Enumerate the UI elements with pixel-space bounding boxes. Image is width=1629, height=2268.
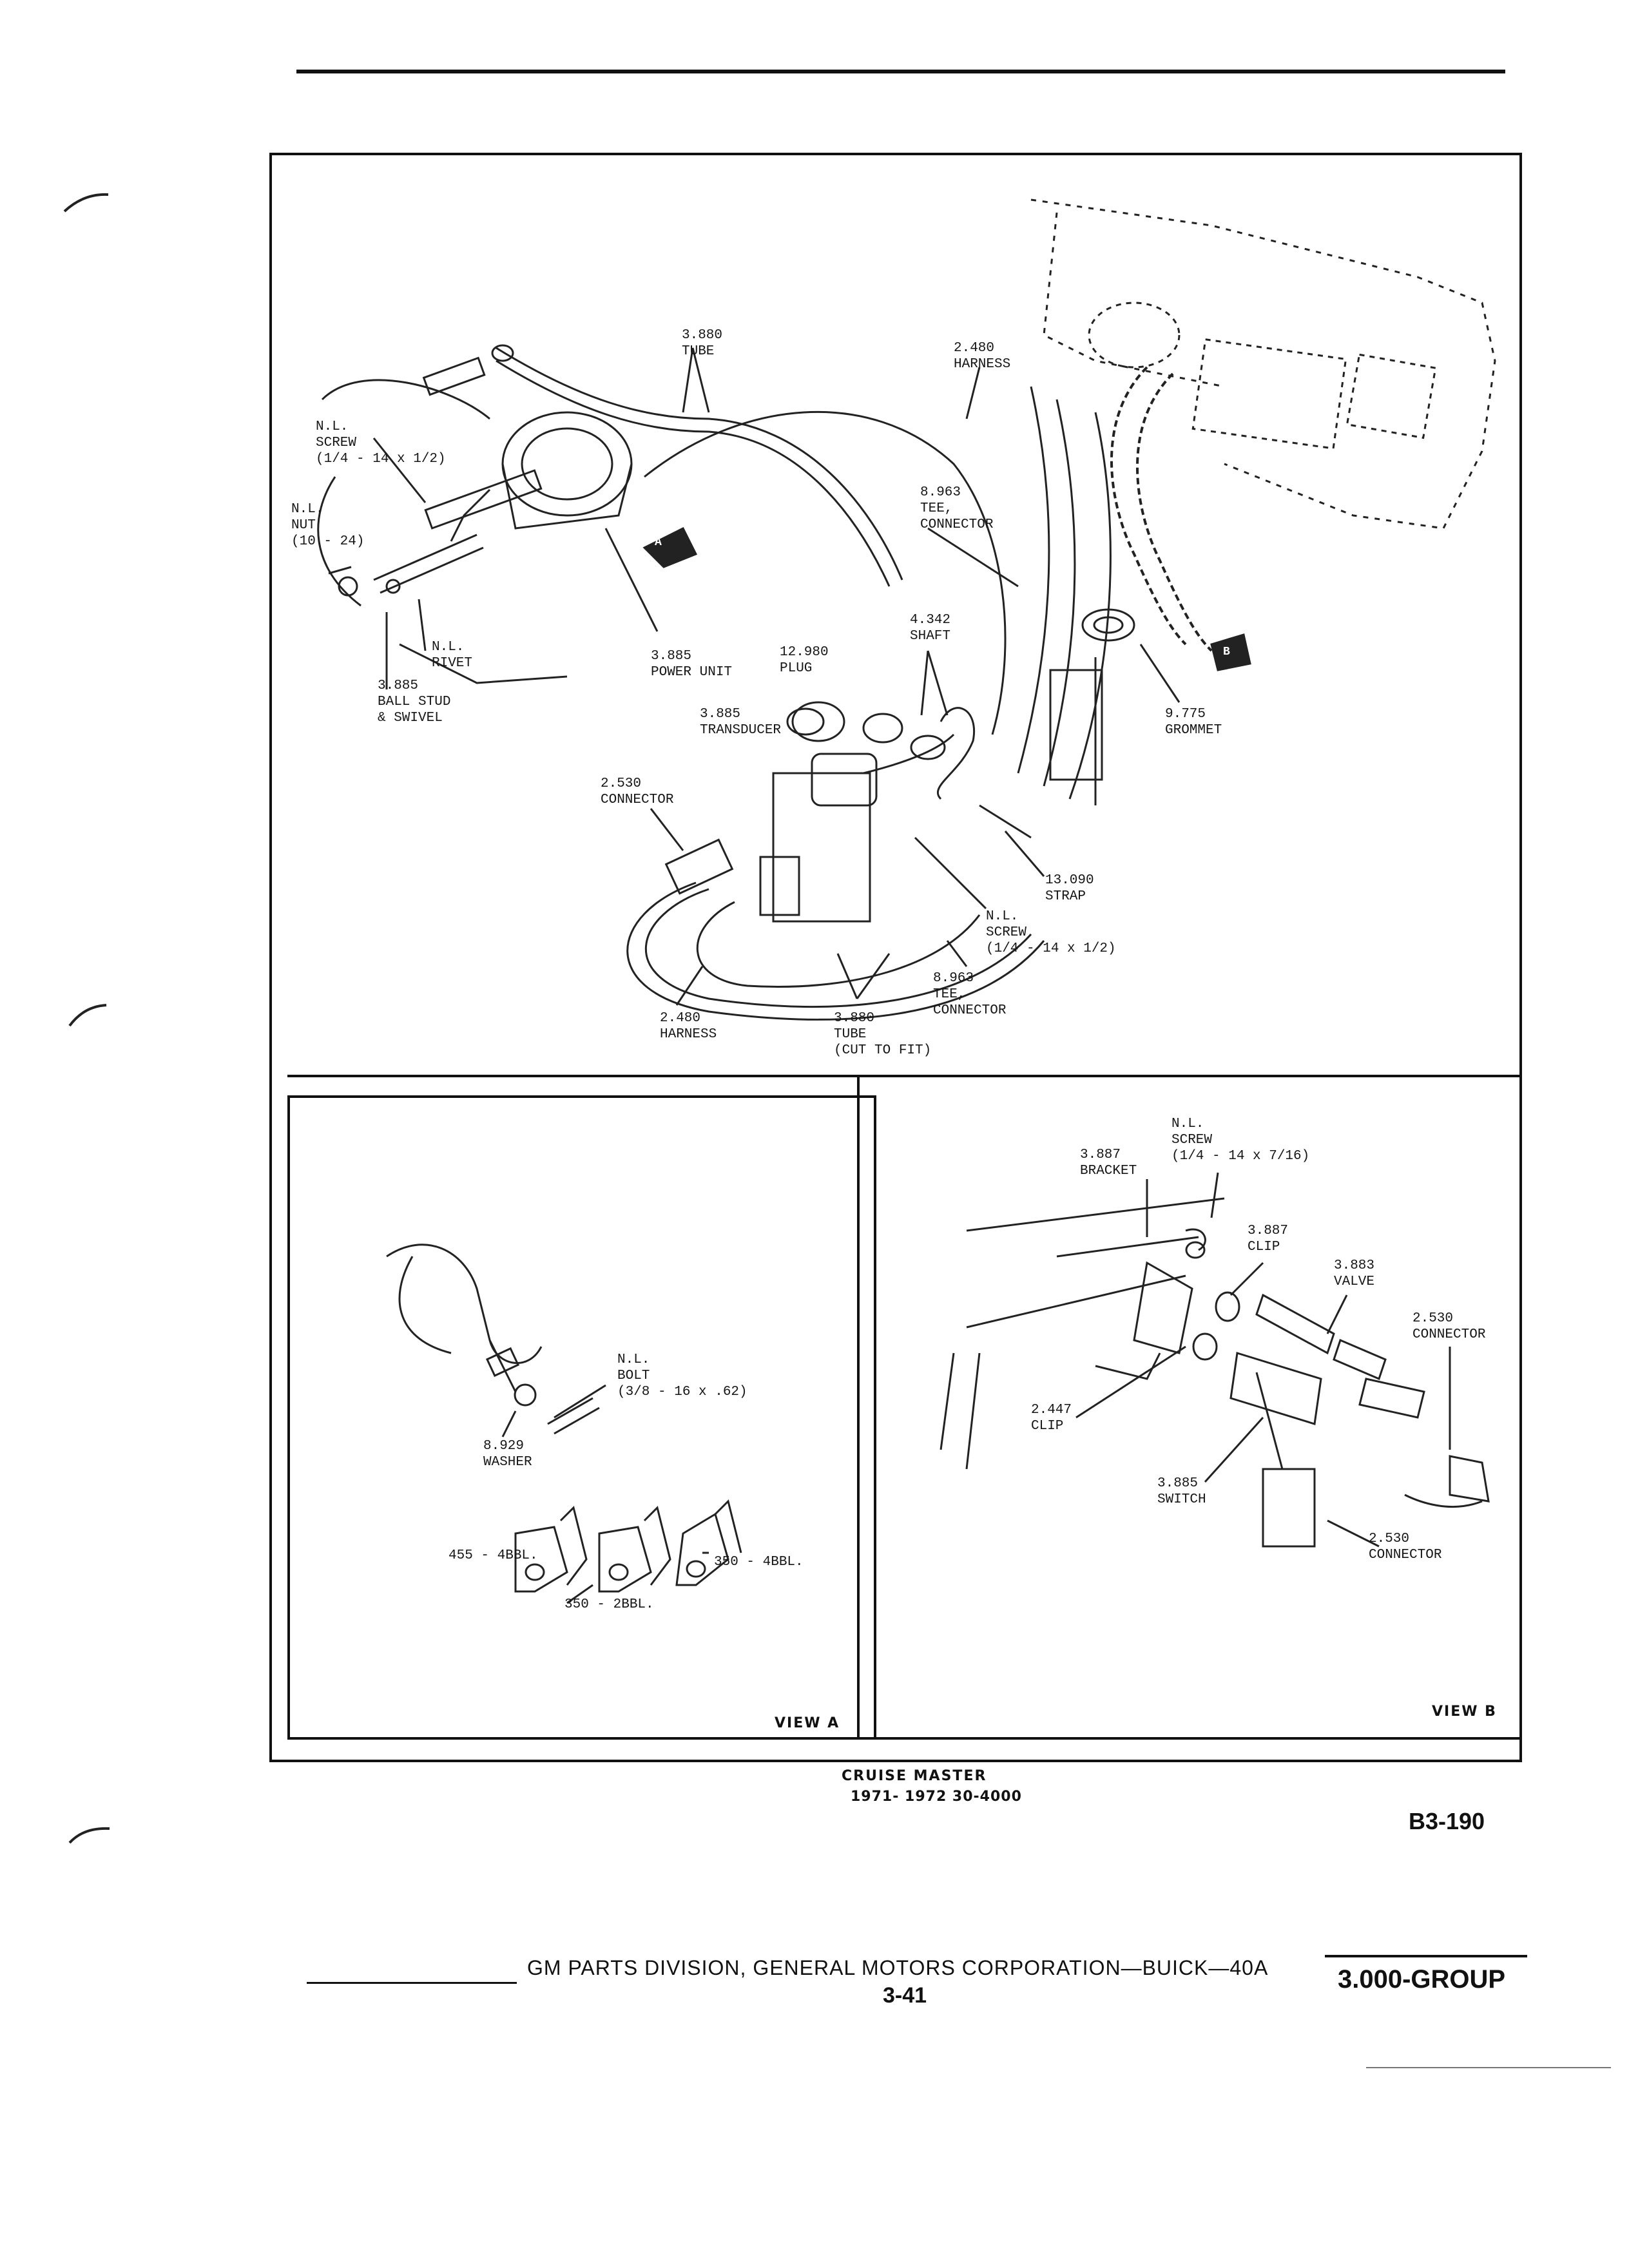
view-a-label: VIEW A (775, 1715, 840, 1731)
marker-b: B (1223, 646, 1230, 658)
footer-rule-right (1325, 1955, 1527, 1957)
page-code: B3-190 (1409, 1808, 1485, 1834)
footer-rule-left (307, 1982, 517, 1984)
main-figure-frame (269, 153, 1522, 1762)
top-rule (296, 70, 1505, 73)
label-screw-b: N.L.SCREW(1/4 - 14 x 7/16) (1171, 1117, 1310, 1164)
label-rivet: N.L.RIVET (432, 640, 473, 671)
figure-title: CRUISE MASTER (842, 1768, 987, 1784)
label-350-4bbl: 350 - 4BBL. (714, 1555, 804, 1570)
figure-subtitle: 1971- 1972 30-4000 (851, 1789, 1022, 1805)
footer-division: GM PARTS DIVISION, GENERAL MOTORS CORPOR… (527, 1956, 1269, 1979)
label-nut-left: N.L.NUT(10 - 24) (291, 502, 365, 549)
label-350-2bbl: 350 - 2BBL. (564, 1597, 654, 1612)
view-a-frame (287, 1095, 876, 1740)
footer-group: 3.000-GROUP (1338, 1965, 1506, 1994)
view-b-label: VIEW B (1432, 1704, 1497, 1720)
footer-page-number: 3-41 (883, 1983, 927, 2008)
label-screw-mid: N.L.SCREW(1/4 - 14 x 1/2) (986, 909, 1116, 956)
label-bolt: N.L.BOLT(3/8 - 16 x .62) (617, 1352, 747, 1399)
marker-a: A (655, 536, 662, 549)
footer-rule-faint (1366, 2067, 1611, 2068)
view-b-frame (857, 1075, 1522, 1740)
label-screw-left: N.L.SCREW(1/4 - 14 x 1/2) (316, 419, 446, 466)
label-455-4bbl: 455 - 4BBL. (448, 1548, 538, 1563)
